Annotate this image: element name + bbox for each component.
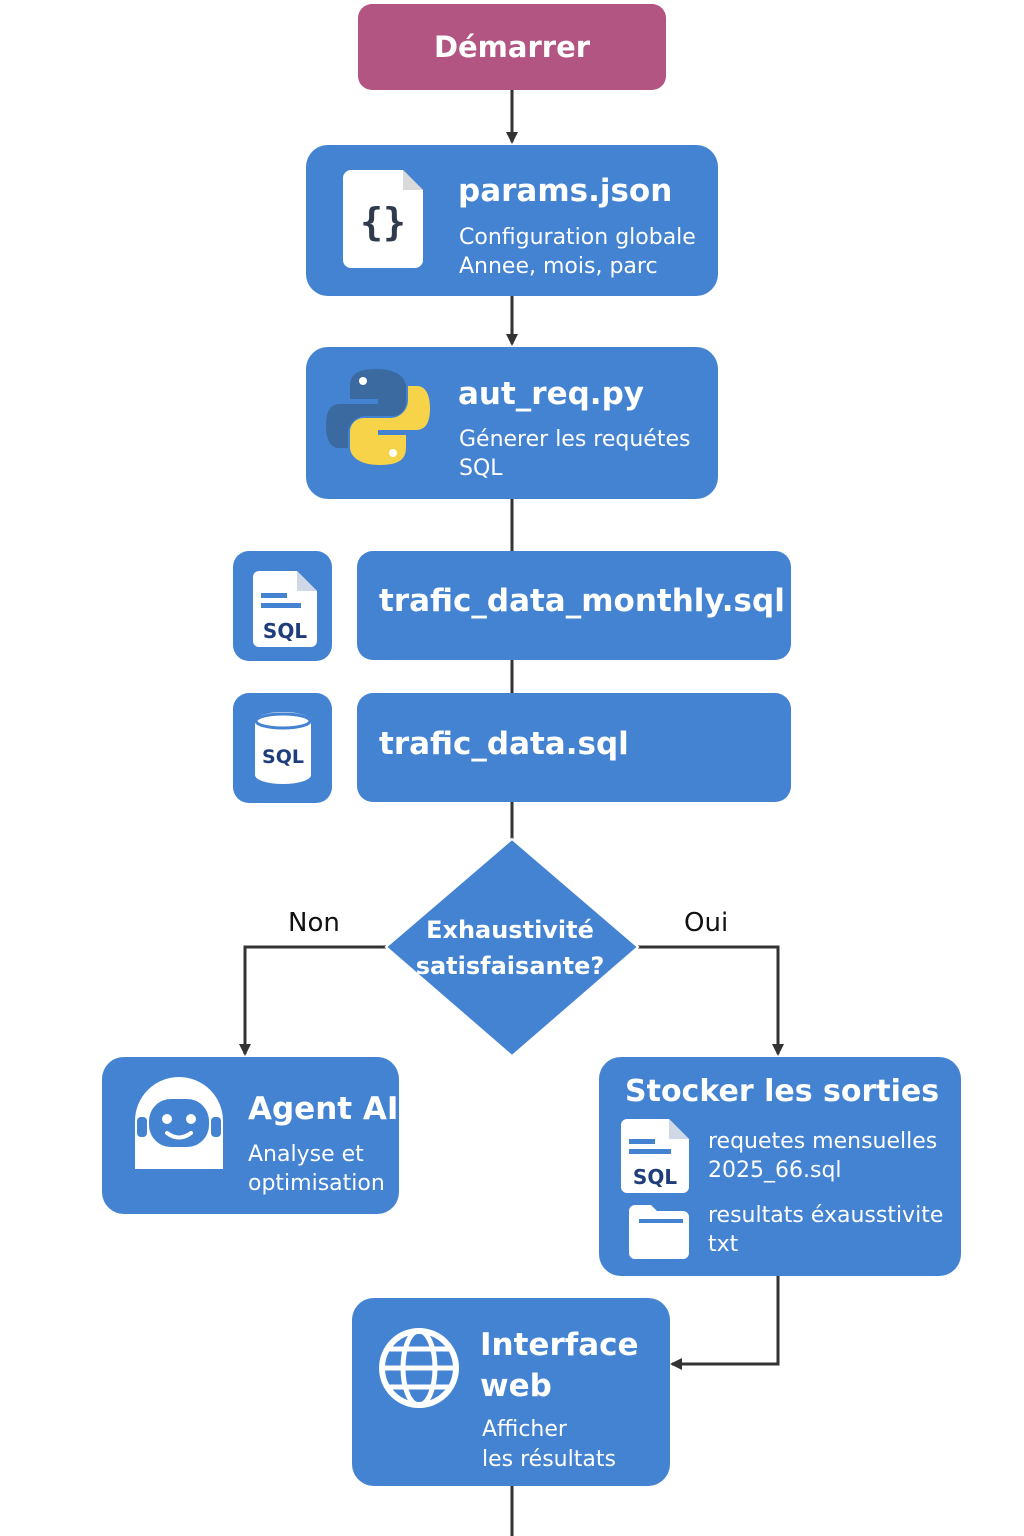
- web-line1: Afficher: [482, 1417, 567, 1442]
- params-node: {} params.json Configuration globale Ann…: [306, 145, 718, 296]
- params-title: params.json: [458, 173, 673, 209]
- sql-database-icon: SQL: [253, 711, 313, 785]
- web-title-line2: web: [480, 1368, 552, 1404]
- sql-data-icon-box: SQL: [233, 693, 332, 803]
- sql-data-icon-text: SQL: [262, 746, 304, 768]
- svg-text:{}: {}: [360, 200, 406, 244]
- agent-line1: Analyse et: [248, 1142, 364, 1167]
- arrow-yes-branch: [636, 945, 784, 1056]
- params-line2: Annee, mois, parc: [459, 254, 658, 279]
- sql-data-node: trafic_data.sql: [357, 693, 791, 802]
- start-label: Démarrer: [433, 30, 591, 64]
- decision-line2: satisfaisante?: [415, 952, 605, 980]
- python-logo-icon: [326, 367, 430, 467]
- script-title: aut_req.py: [458, 376, 644, 412]
- agent-line2: optimisation: [248, 1171, 385, 1196]
- web-line2: les résultats: [482, 1447, 616, 1472]
- web-title-line1: Interface: [480, 1327, 639, 1363]
- store-item1-icon-text: SQL: [633, 1165, 677, 1189]
- arrow-store-web: [670, 1276, 780, 1370]
- agent-title: Agent AI: [248, 1091, 399, 1127]
- params-line1: Configuration globale: [459, 225, 696, 250]
- web-node: Interface web Afficher les résultats: [352, 1298, 670, 1486]
- store-item2-line1: resultats éxausstivite: [708, 1203, 944, 1228]
- store-item1-line1: requetes mensuelles: [708, 1129, 938, 1154]
- script-line1: Génerer les requétes: [459, 427, 691, 452]
- store-title: Stocker les sorties: [625, 1074, 940, 1109]
- robot-icon: [129, 1077, 229, 1169]
- folder-icon: [629, 1205, 689, 1259]
- decision-text: Exhaustivité satisfaisante?: [395, 912, 625, 984]
- start-node: Démarrer: [358, 4, 666, 90]
- yes-label: Oui: [684, 908, 729, 938]
- sql-monthly-icon-box: SQL: [233, 551, 332, 661]
- sql-monthly-icon-text: SQL: [263, 619, 307, 643]
- sql-data-title: trafic_data.sql: [379, 726, 629, 762]
- sql-monthly-title: trafic_data_monthly.sql: [379, 583, 785, 619]
- store-node: Stocker les sorties SQL requetes mensuel…: [599, 1057, 961, 1276]
- arrow-no-branch: [239, 945, 388, 1056]
- json-braces-icon: {}: [343, 170, 423, 268]
- store-item2-line2: txt: [708, 1232, 739, 1257]
- no-label: Non: [288, 908, 340, 938]
- decision-diamond: [384, 837, 640, 1058]
- sql-file-icon: SQL: [253, 571, 317, 647]
- script-line2: SQL: [459, 456, 503, 481]
- store-item1-line2: 2025_66.sql: [708, 1158, 842, 1183]
- script-node: aut_req.py Génerer les requétes SQL: [306, 347, 718, 499]
- sql-monthly-node: trafic_data_monthly.sql: [357, 551, 791, 660]
- decision-line1: Exhaustivité: [426, 916, 594, 944]
- agent-node: Agent AI Analyse et optimisation: [102, 1057, 399, 1214]
- globe-icon: [378, 1327, 460, 1409]
- sql-file-icon: SQL: [621, 1119, 689, 1193]
